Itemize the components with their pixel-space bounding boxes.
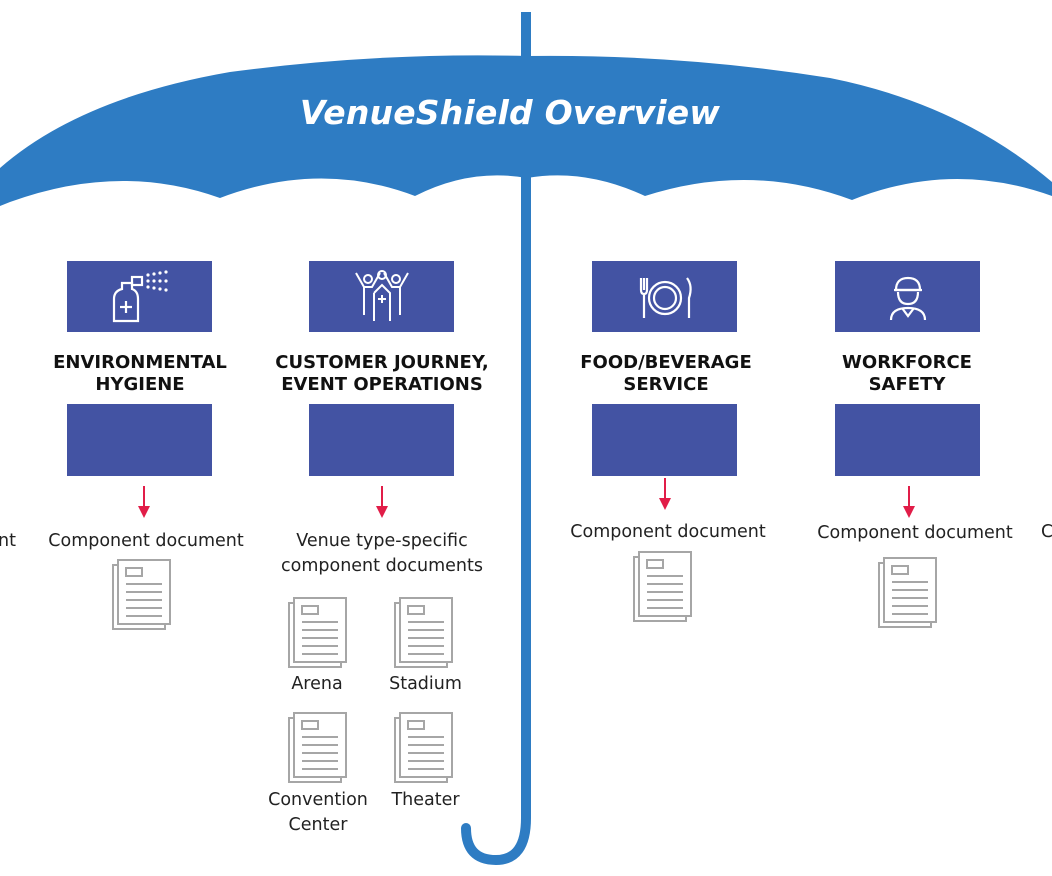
component-document-label: Component document [570, 522, 766, 542]
environmental-hygiene-box [67, 404, 212, 476]
crowd-cheering-icon [354, 269, 409, 321]
environmental-hygiene-heading: ENVIRONMENTAL HYGIENE [53, 352, 227, 395]
workforce-safety-icon-box [835, 261, 980, 332]
component-document-label: Component document [817, 523, 1013, 543]
red-arrow-icon [903, 486, 915, 518]
component-document-label: Component document [48, 531, 244, 551]
red-arrow-icon [659, 478, 671, 510]
food-beverage-box [592, 404, 737, 476]
worker-cap-icon [889, 276, 926, 320]
red-arrow-icon [376, 486, 388, 518]
edge-left-text: nt [0, 531, 16, 551]
food-beverage-icon-box [592, 261, 737, 332]
document-icon [288, 712, 347, 783]
document-icon [394, 712, 453, 783]
customer-journey-heading: CUSTOMER JOURNEY, EVENT OPERATIONS [275, 352, 489, 395]
red-arrow-icon [138, 486, 150, 518]
workforce-safety-box [835, 404, 980, 476]
venue-label-theater: Theater [391, 790, 460, 810]
umbrella-canopy [0, 55, 1052, 206]
venue-label-arena: Arena [291, 674, 343, 694]
diagram-title: VenueShield Overview [299, 93, 721, 132]
edge-right-text: C [1041, 522, 1052, 542]
umbrella-tip [521, 12, 531, 60]
food-beverage-heading: FOOD/BEVERAGE SERVICE [580, 352, 752, 395]
customer-journey-box [309, 404, 454, 476]
venue-label-stadium: Stadium [389, 674, 462, 694]
umbrella-shaft [521, 170, 531, 818]
document-icon [112, 559, 171, 630]
umbrella-handle [461, 813, 531, 866]
venue-type-docs-label: Venue type-specific component documents [281, 531, 483, 576]
environmental-hygiene-icon-box [67, 261, 212, 332]
sanitizer-spray-icon [112, 269, 168, 322]
venue-label-convention-center: Convention Center [268, 790, 368, 835]
document-icon [394, 597, 453, 668]
workforce-safety-heading: WORKFORCE SAFETY [842, 352, 972, 395]
document-icon [878, 557, 937, 628]
document-icon [288, 597, 347, 668]
customer-journey-icon-box [309, 261, 454, 332]
document-icon [633, 551, 692, 622]
plate-fork-knife-icon [639, 276, 692, 318]
